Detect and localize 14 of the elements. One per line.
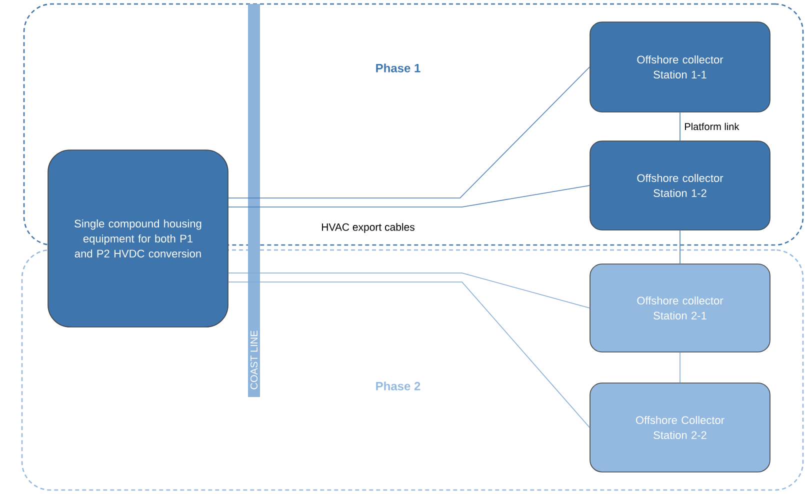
cable-line [228,282,590,428]
region-title: Phase 1 [376,64,420,72]
region-title: Phase 2 [376,382,420,390]
converter-box: Single compound housing equipment for both P1 and P2 HVDC conversion [48,150,228,328]
cable-line [228,66,590,198]
cable-label: HVAC export cables [322,223,414,233]
station-box: Offshore collector Station 1-1 [590,22,770,112]
station-box: Offshore collector Station 2-1 [590,264,770,352]
coast-line-bar: COAST LINE [248,4,260,397]
station-box: Offshore collector Station 1-2 [590,140,770,230]
station-box: Offshore Collector Station 2-2 [590,382,770,472]
cable-line [228,272,590,308]
cable-line [228,185,590,208]
edge-label: Platform link [683,122,740,132]
